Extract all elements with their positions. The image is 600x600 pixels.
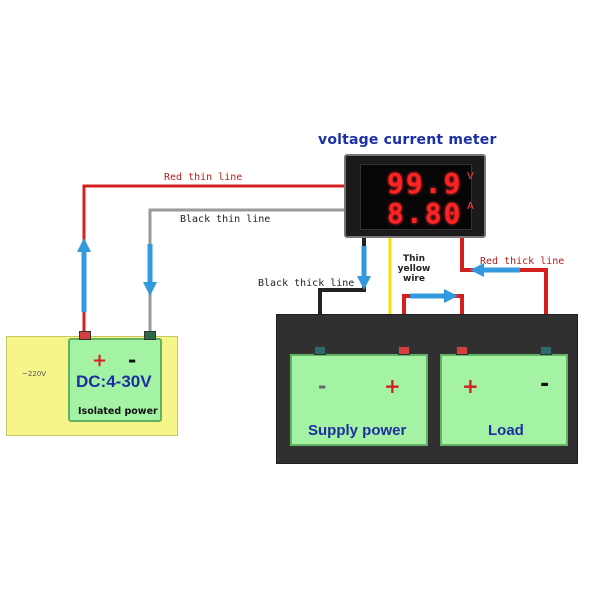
arrow-left-thick — [470, 263, 520, 277]
supply-plus-symbol: + — [384, 374, 401, 398]
load-label: Load — [488, 422, 524, 439]
supply-positive-terminal — [398, 346, 410, 355]
isolated-positive-terminal — [79, 331, 91, 340]
current-unit: A — [467, 201, 474, 212]
meter-title: voltage current meter — [318, 132, 497, 148]
thin-yellow-label-line1: Thin — [402, 254, 426, 264]
voltmeter-display: 99.9 V 8.80 A — [344, 154, 486, 238]
load-plus-symbol: + — [462, 374, 479, 398]
red-thin-line-label: Red thin line — [164, 172, 243, 183]
arrow-right-supply — [410, 289, 458, 303]
voltage-unit: V — [467, 171, 474, 182]
arrow-down-thick — [357, 246, 371, 290]
thin-yellow-wire-label: Thin yellow wire — [394, 254, 434, 284]
arrow-down-left — [143, 244, 157, 296]
isolated-negative-terminal — [144, 331, 156, 340]
supply-power-label: Supply power — [308, 422, 407, 439]
supply-minus-symbol: - — [318, 374, 327, 398]
load-battery — [440, 354, 568, 446]
thin-yellow-label-line3: wire — [403, 274, 425, 284]
red-thick-line-label: Red thick line — [480, 256, 565, 267]
voltage-reading: 99.9 — [387, 167, 463, 200]
black-thick-line-label: Black thick line — [258, 278, 355, 289]
isolated-power-label: Isolated power — [78, 406, 158, 417]
isolated-minus-symbol: - — [128, 348, 137, 372]
supply-negative-terminal — [314, 346, 326, 355]
isolated-power-battery — [68, 338, 162, 422]
supply-power-battery — [290, 354, 428, 446]
load-minus-symbol: - — [540, 372, 550, 397]
dc-range-label: DC:4-30V — [76, 372, 152, 391]
current-reading: 8.80 — [387, 197, 463, 230]
red-thin-wire — [82, 184, 344, 332]
isolated-plus-symbol: + — [92, 350, 108, 371]
load-positive-terminal — [456, 346, 468, 355]
black-thin-line-label: Black thin line — [180, 214, 271, 225]
meter-screen: 99.9 V 8.80 A — [360, 164, 474, 230]
thin-yellow-label-line2: yellow — [397, 264, 431, 274]
ac-input-label: ~220V — [22, 370, 47, 378]
load-negative-terminal — [540, 346, 552, 355]
arrow-up-left — [77, 238, 91, 312]
